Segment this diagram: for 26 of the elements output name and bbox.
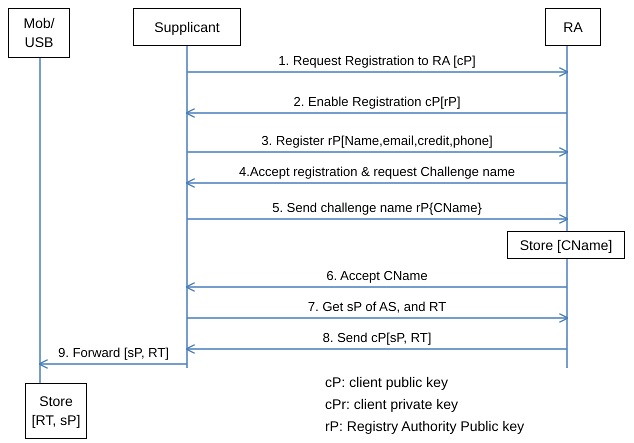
key-note: cP: client public key — [325, 374, 448, 390]
message-arrow — [185, 108, 567, 118]
message-label: 1. Request Registration to RA [cP] — [276, 53, 478, 68]
message-arrow — [187, 146, 569, 158]
message-arrow — [187, 312, 569, 324]
key-note: rP: Registry Authority Public key — [325, 418, 524, 434]
message-arrow — [185, 282, 567, 292]
key-note: cPr: client private key — [325, 396, 458, 412]
participant-box: RA — [545, 8, 601, 46]
message-arrow — [38, 358, 187, 370]
message-label: 2. Enable Registration cP[rP] — [292, 94, 462, 109]
message-arrow — [187, 214, 569, 224]
message-label: 7. Get sP of AS, and RT — [306, 299, 448, 314]
message-label: 9. Forward [sP, RT] — [56, 345, 171, 360]
participant-box: Mob/ USB — [8, 8, 70, 58]
participant-box: Supplicant — [133, 8, 241, 46]
store-box: Store [CName] — [507, 231, 625, 259]
message-arrow — [187, 66, 569, 78]
message-arrow — [185, 344, 567, 354]
message-label: 3. Register rP[Name,email,credit,phone] — [259, 133, 495, 148]
message-label: 5. Send challenge name rP{CName} — [270, 200, 484, 215]
message-arrow — [185, 178, 567, 188]
message-label: 6. Accept CName — [324, 268, 430, 283]
message-label: 8. Send cP[sP, RT] — [320, 330, 434, 345]
store-box: Store [RT, sP] — [25, 383, 87, 439]
message-label: 4.Accept registration & request Challenge name — [236, 164, 518, 179]
